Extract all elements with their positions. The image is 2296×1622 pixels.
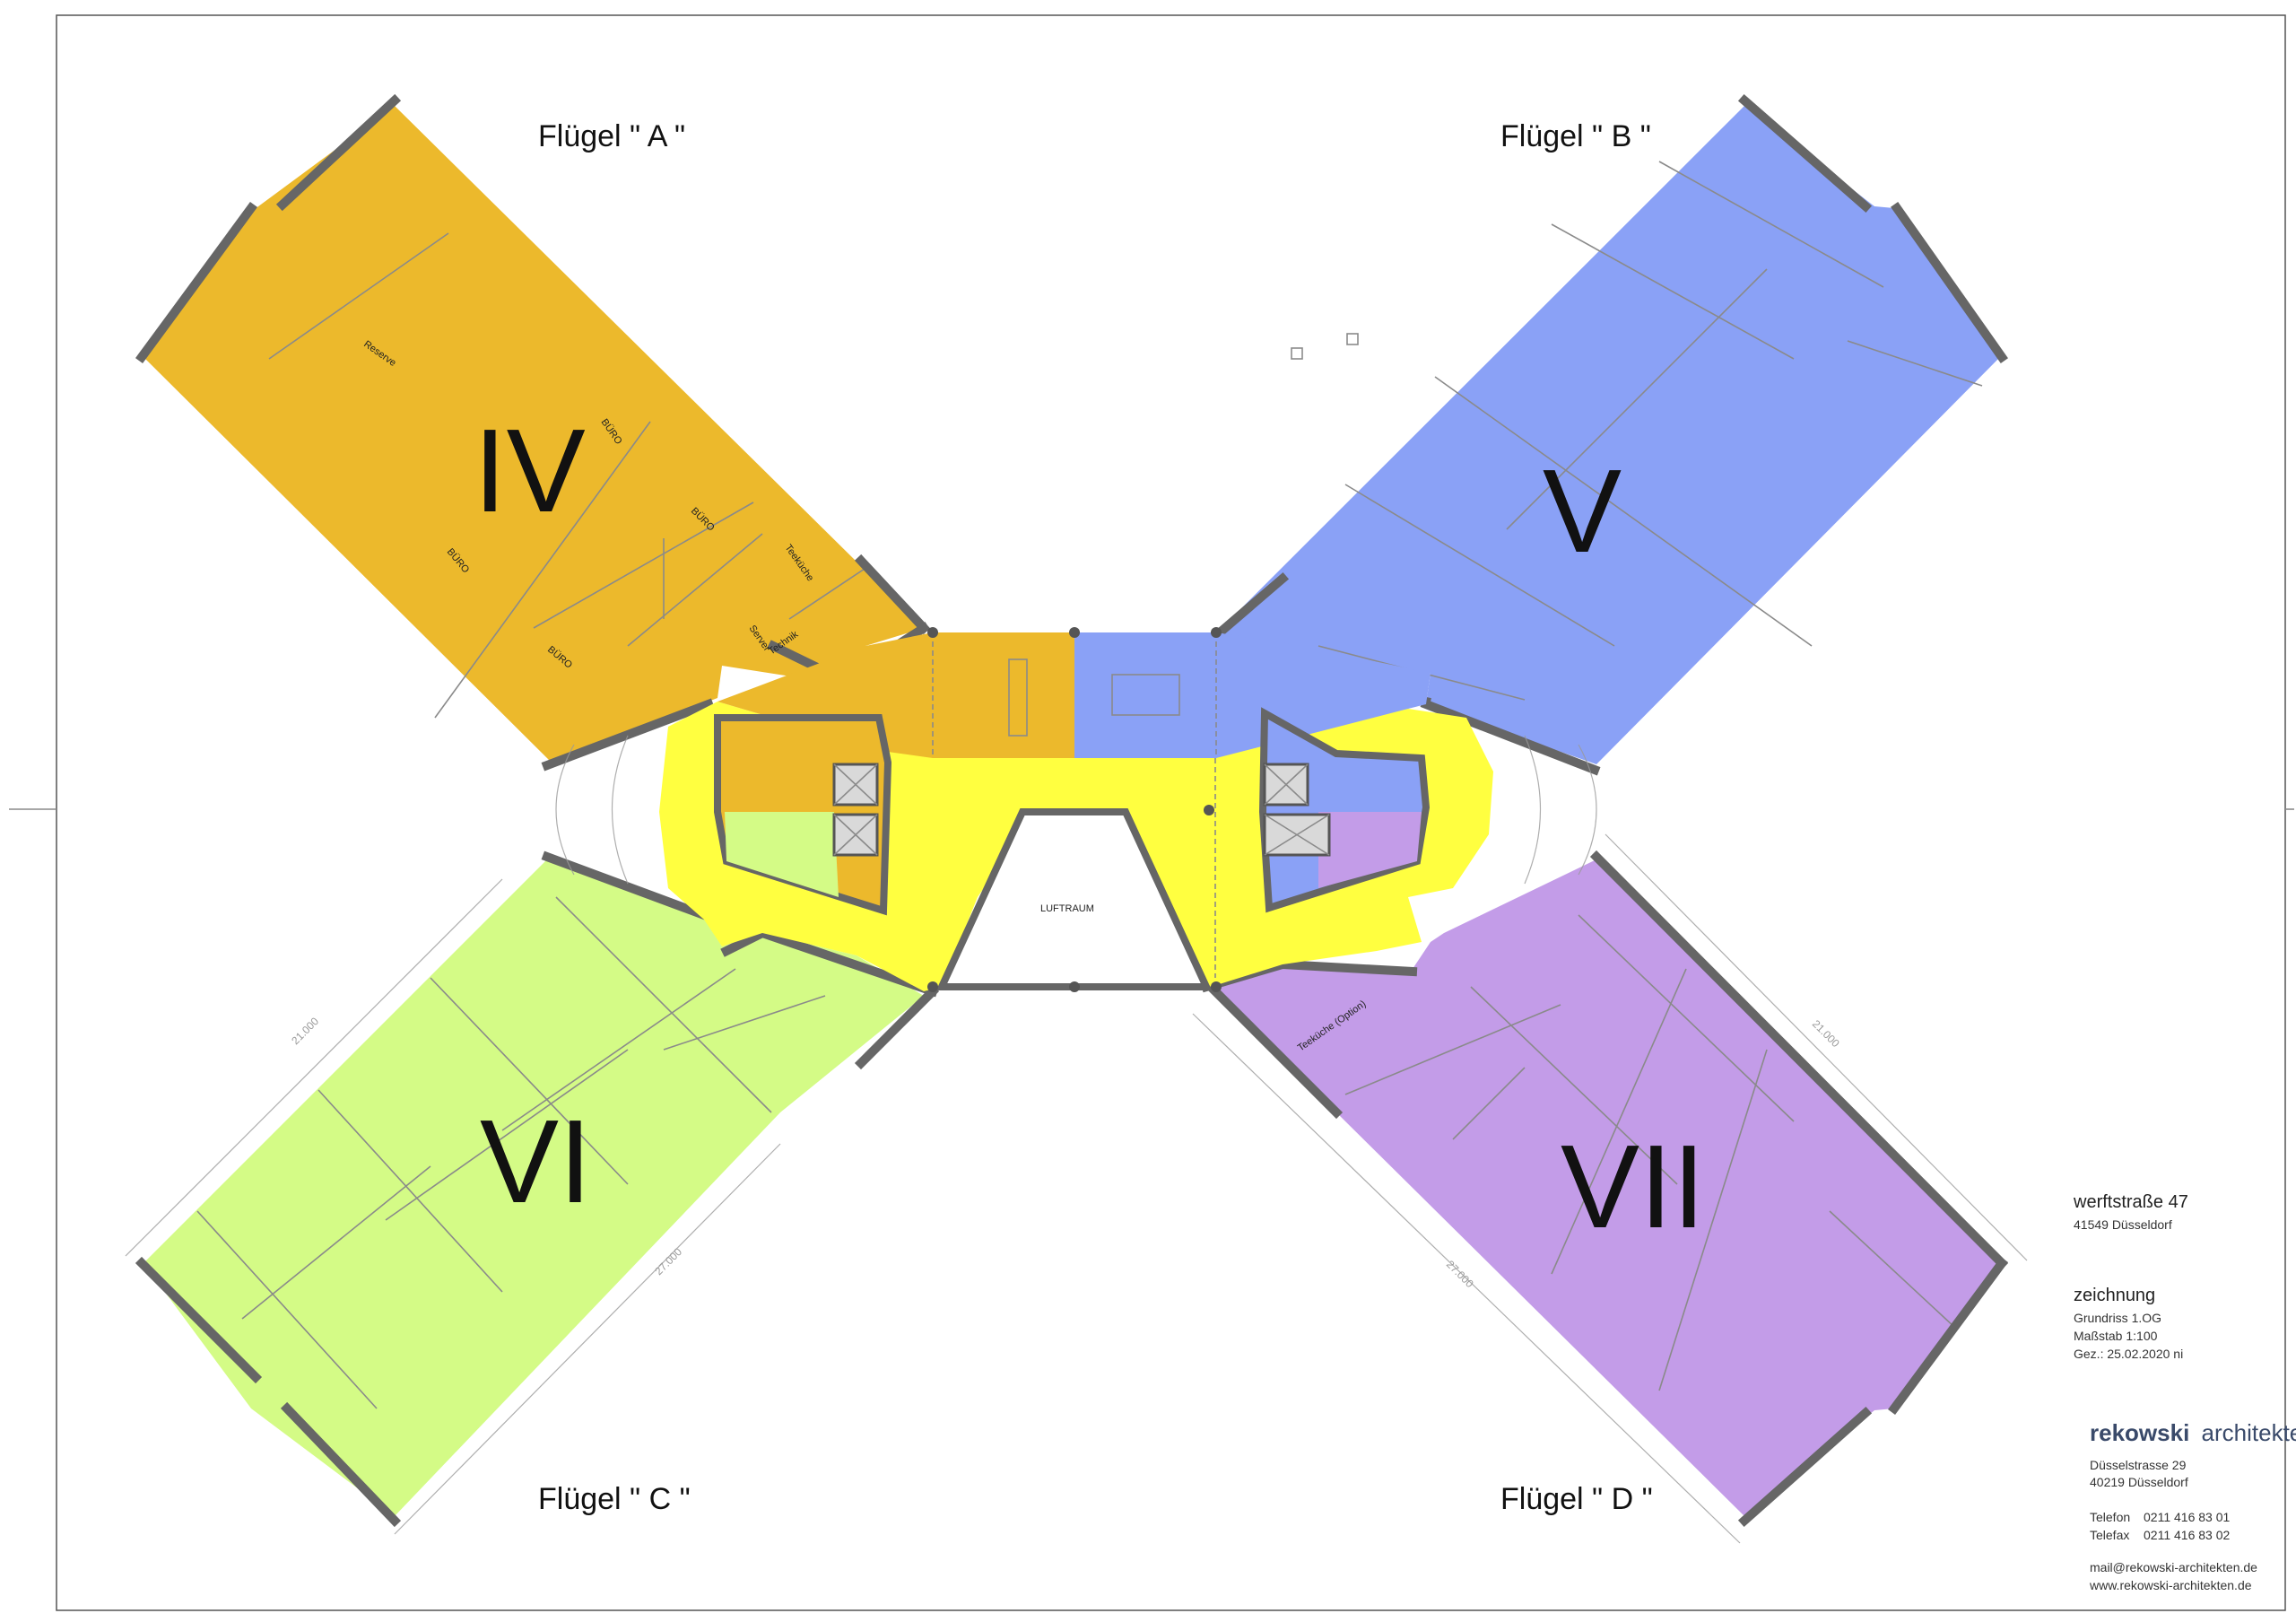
- drawing-heading: zeichnung: [2074, 1286, 2155, 1305]
- office-name: rekowski: [2090, 1419, 2189, 1446]
- drawing-scale: Maßstab 1:100: [2074, 1329, 2158, 1343]
- survey-mark-1: [1291, 347, 1303, 360]
- drawing-name: Grundriss 1.OG: [2074, 1311, 2161, 1325]
- project-city: 41549 Düsseldorf: [2074, 1217, 2172, 1232]
- column-3: [1211, 627, 1222, 638]
- facade-outlines: [125, 735, 2028, 1544]
- left-lift-1-cross-b: [833, 763, 878, 806]
- column-1: [927, 627, 938, 638]
- dimension-d-length: 27.000: [1444, 1258, 1476, 1290]
- office-street: Düsselstrasse 29: [2090, 1458, 2187, 1472]
- wing-b-area: [1211, 106, 2000, 764]
- section-vi-numeral: VI: [480, 1095, 592, 1227]
- core-wing-b-corridor: [1074, 632, 1216, 758]
- drawing-date: Gez.: 25.02.2020 ni: [2074, 1347, 2183, 1361]
- office-website: www.rekowski-architekten.de: [2089, 1578, 2252, 1592]
- title-block: werftstraße 47 41549 Düsseldorf zeichnun…: [2073, 1192, 2296, 1592]
- office-email: mail@rekowski-architekten.de: [2090, 1560, 2257, 1574]
- wing-d-area: [1211, 859, 2002, 1516]
- right-lift-2-cross-b: [1264, 814, 1330, 856]
- office-logo: rekowski architekten: [2090, 1419, 2296, 1446]
- section-vii-numeral: VII: [1561, 1121, 1705, 1252]
- core-corridor-lines: [932, 632, 1217, 978]
- wing-b-partitions: [1318, 161, 1983, 701]
- column-6: [1211, 981, 1222, 992]
- dimension-c-length: 27.000: [652, 1245, 684, 1278]
- wing-c-partitions: [196, 896, 826, 1409]
- central-core: LUFTRAUM: [659, 627, 1493, 992]
- project-street: werftstraße 47: [2073, 1192, 2188, 1212]
- phone-label: Telefon: [2090, 1510, 2130, 1524]
- left-lift-2-cross-b: [833, 814, 878, 856]
- column-7: [1204, 805, 1214, 815]
- left-service-core-lower: [725, 812, 839, 897]
- luftraum-void: [935, 808, 1213, 990]
- sheet-border: [56, 14, 2286, 1611]
- wing-c-label: Flügel " C ": [538, 1482, 691, 1516]
- wing-c-area: [144, 859, 924, 1516]
- wing-d-label: Flügel " D ": [1500, 1482, 1653, 1516]
- column-4: [927, 981, 938, 992]
- core-wing-a-corridor: [933, 632, 1074, 758]
- wing-a-label: Flügel " A ": [538, 119, 685, 153]
- phone-number: 0211 416 83 01: [2144, 1510, 2230, 1524]
- fax-number: 0211 416 83 02: [2144, 1528, 2230, 1542]
- section-iv-numeral: IV: [474, 405, 586, 536]
- fax-label: Telefax: [2090, 1528, 2129, 1542]
- dimension-d-side: 21.000: [1810, 1017, 1842, 1050]
- dimension-c-side: 21.000: [289, 1015, 321, 1047]
- column-2: [1069, 627, 1080, 638]
- office-type: architekten: [2202, 1419, 2296, 1446]
- column-5: [1069, 981, 1080, 992]
- wing-d-partitions: [1344, 914, 1956, 1391]
- section-v-numeral: V: [1543, 445, 1622, 577]
- survey-mark-2: [1346, 333, 1359, 345]
- right-service-core-lower: [1318, 812, 1422, 888]
- wing-a-partitions: [268, 232, 871, 719]
- wing-b-label: Flügel " B ": [1500, 119, 1651, 153]
- right-lift-1-cross-b: [1264, 763, 1309, 806]
- wing-a-area: [144, 106, 924, 763]
- room-luftraum: LUFTRAUM: [1040, 903, 1094, 914]
- office-city: 40219 Düsseldorf: [2090, 1475, 2188, 1489]
